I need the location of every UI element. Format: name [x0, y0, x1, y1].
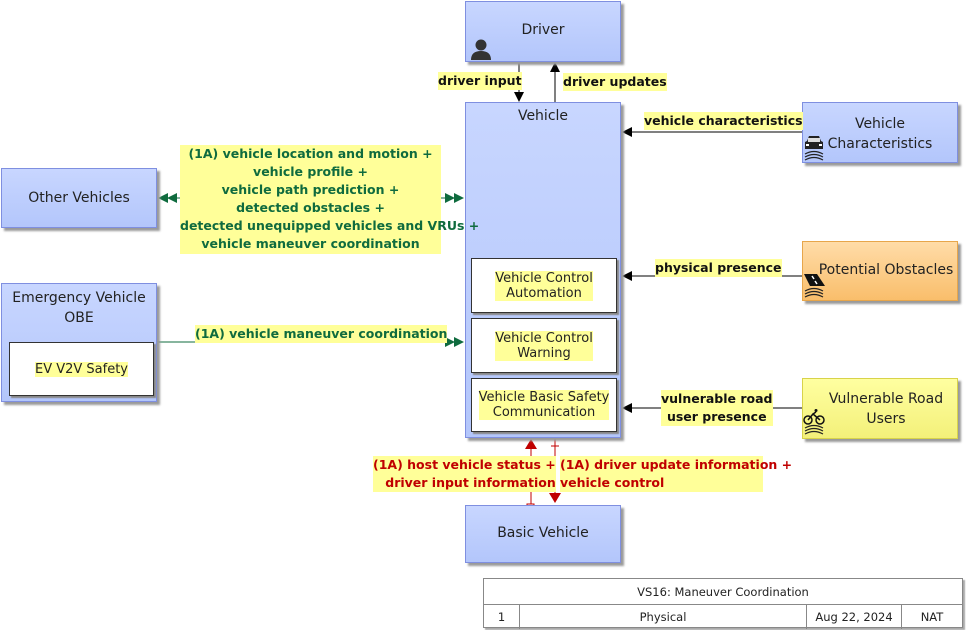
- flow-label-vru-presence: vulnerable road user presence: [661, 390, 773, 426]
- subsystem-label-line2: Automation: [506, 285, 582, 301]
- flow-label-line: (1A) vehicle location and motion +: [188, 146, 433, 161]
- title-block-view: Physical: [520, 605, 807, 629]
- title-block-number: 1: [484, 605, 520, 629]
- flow-label-driver-updates: driver updates: [563, 73, 667, 91]
- subsystem-label-line1: Vehicle Control: [495, 270, 593, 286]
- subsystem-label-line2: Warning: [517, 345, 571, 361]
- flow-label-line: vehicle path prediction +: [221, 182, 400, 197]
- flow-label-line: vehicle profile +: [253, 164, 368, 179]
- flow-label-line: detected unequipped vehicles and VRUs +: [180, 218, 480, 233]
- subsystem-label-line1: Vehicle Basic Safety: [478, 390, 610, 405]
- other-vehicles-label: Other Vehicles: [28, 190, 130, 206]
- flow-label-driver-update-info: (1A) driver update information + vehicle…: [560, 456, 792, 492]
- car-icon: [804, 136, 824, 161]
- title-block-date: Aug 22, 2024: [807, 605, 902, 629]
- ev-coordination-arrow: [445, 337, 464, 347]
- v2v-arrow-right: [445, 193, 464, 203]
- flow-label-line: vehicle control: [560, 475, 665, 490]
- flow-label-line: user presence: [666, 409, 767, 424]
- title-block: VS16: Maneuver Coordination 1 Physical A…: [483, 578, 963, 629]
- bicycle-icon: [803, 409, 825, 435]
- emergency-vehicle-label-line1: Emergency Vehicle: [12, 290, 146, 306]
- vulnerable-road-users-label-line1: Vulnerable Road: [828, 391, 944, 407]
- flow-label-vehicle-characteristics: vehicle characteristics: [644, 112, 803, 130]
- flow-label-driver-input: driver input: [438, 72, 522, 90]
- title-block-title: VS16: Maneuver Coordination: [484, 579, 962, 605]
- v2v-arrow-left: [158, 193, 177, 203]
- flow-label-line: driver input information: [385, 475, 556, 490]
- flow-label-host-status: (1A) host vehicle status + driver input …: [373, 456, 556, 492]
- flow-label-line: detected obstacles +: [236, 200, 385, 215]
- driver-label: Driver: [521, 22, 565, 38]
- emergency-vehicle-label-line2: OBE: [64, 310, 94, 326]
- subsystem-ev-v2v-safety[interactable]: EV V2V Safety: [9, 342, 154, 396]
- vulnerable-road-users-label-line2: Users: [866, 411, 906, 427]
- subsystem-label-line1: Vehicle Control: [495, 330, 593, 346]
- road-icon: [804, 274, 825, 298]
- other-vehicles-node[interactable]: Other Vehicles: [1, 168, 157, 228]
- vehicle-characteristics-label-line2: Characteristics: [827, 136, 933, 152]
- flow-label-line: vulnerable road: [661, 391, 773, 406]
- driver-node[interactable]: Driver: [465, 1, 621, 62]
- flow-label-ev-coordination: (1A) vehicle maneuver coordination: [195, 325, 448, 343]
- potential-obstacles-label: Potential Obstacles: [818, 262, 954, 278]
- flow-label-physical-presence: physical presence: [655, 259, 782, 277]
- potential-obstacles-node[interactable]: Potential Obstacles: [802, 241, 958, 301]
- basic-vehicle-label: Basic Vehicle: [497, 525, 589, 541]
- flow-label-line: vehicle maneuver coordination: [201, 236, 420, 251]
- subsystem-label: EV V2V Safety: [34, 361, 128, 377]
- person-icon: [471, 39, 491, 60]
- subsystem-label-line2: Communication: [492, 405, 596, 420]
- basic-vehicle-node[interactable]: Basic Vehicle: [465, 505, 621, 563]
- title-block-scope: NAT: [920, 610, 944, 624]
- flow-label-line: (1A) host vehicle status +: [373, 457, 556, 472]
- flow-label-v2v: (1A) vehicle location and motion + vehic…: [180, 145, 479, 254]
- vehicle-label: Vehicle: [517, 108, 569, 124]
- vehicle-characteristics-label-line1: Vehicle: [854, 116, 906, 132]
- flow-label-line: (1A) driver update information +: [560, 457, 793, 472]
